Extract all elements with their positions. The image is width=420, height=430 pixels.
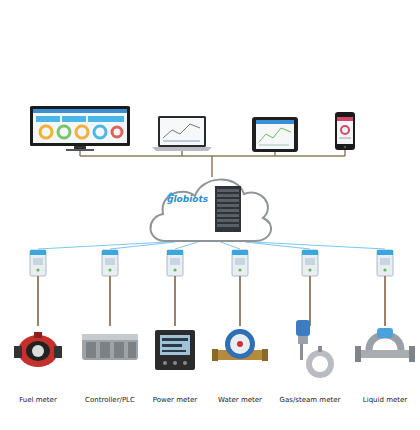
meter-device: Liquid meter: [353, 246, 417, 405]
device-label: Fuel meter: [6, 396, 70, 405]
network-link: [38, 242, 167, 249]
meter-illustration: [78, 246, 142, 396]
meter-device: Gas/steam meter: [277, 246, 344, 405]
meter-illustration: [208, 246, 272, 396]
device-label: Water meter: [208, 396, 272, 405]
phone: [335, 112, 355, 150]
monitor: [30, 106, 130, 151]
network-link: [175, 242, 198, 249]
laptop: [152, 116, 212, 151]
network-link: [110, 242, 175, 249]
network-link: [253, 242, 385, 249]
device-label: Controller/PLC: [78, 396, 142, 405]
meter-illustration: [353, 246, 417, 396]
meter-device: Power meter: [143, 246, 207, 405]
meter-device: Water meter: [208, 246, 272, 405]
device-label: Power meter: [143, 396, 207, 405]
bus-lines: [80, 150, 345, 177]
network-link: [221, 242, 241, 249]
device-label: Gas/steam meter: [277, 396, 344, 405]
meter-device: Fuel meter: [6, 246, 70, 405]
cloud-server: globiots: [145, 172, 275, 242]
meter-illustration: [143, 246, 207, 396]
meter-device: Controller/PLC: [78, 246, 142, 405]
device-label: Liquid meter: [353, 396, 417, 405]
logo-text: globiots: [167, 194, 208, 204]
cloud-outline: [145, 172, 275, 242]
meter-illustration: [278, 246, 342, 396]
meter-illustration: [6, 246, 70, 396]
tablet: [252, 117, 298, 152]
